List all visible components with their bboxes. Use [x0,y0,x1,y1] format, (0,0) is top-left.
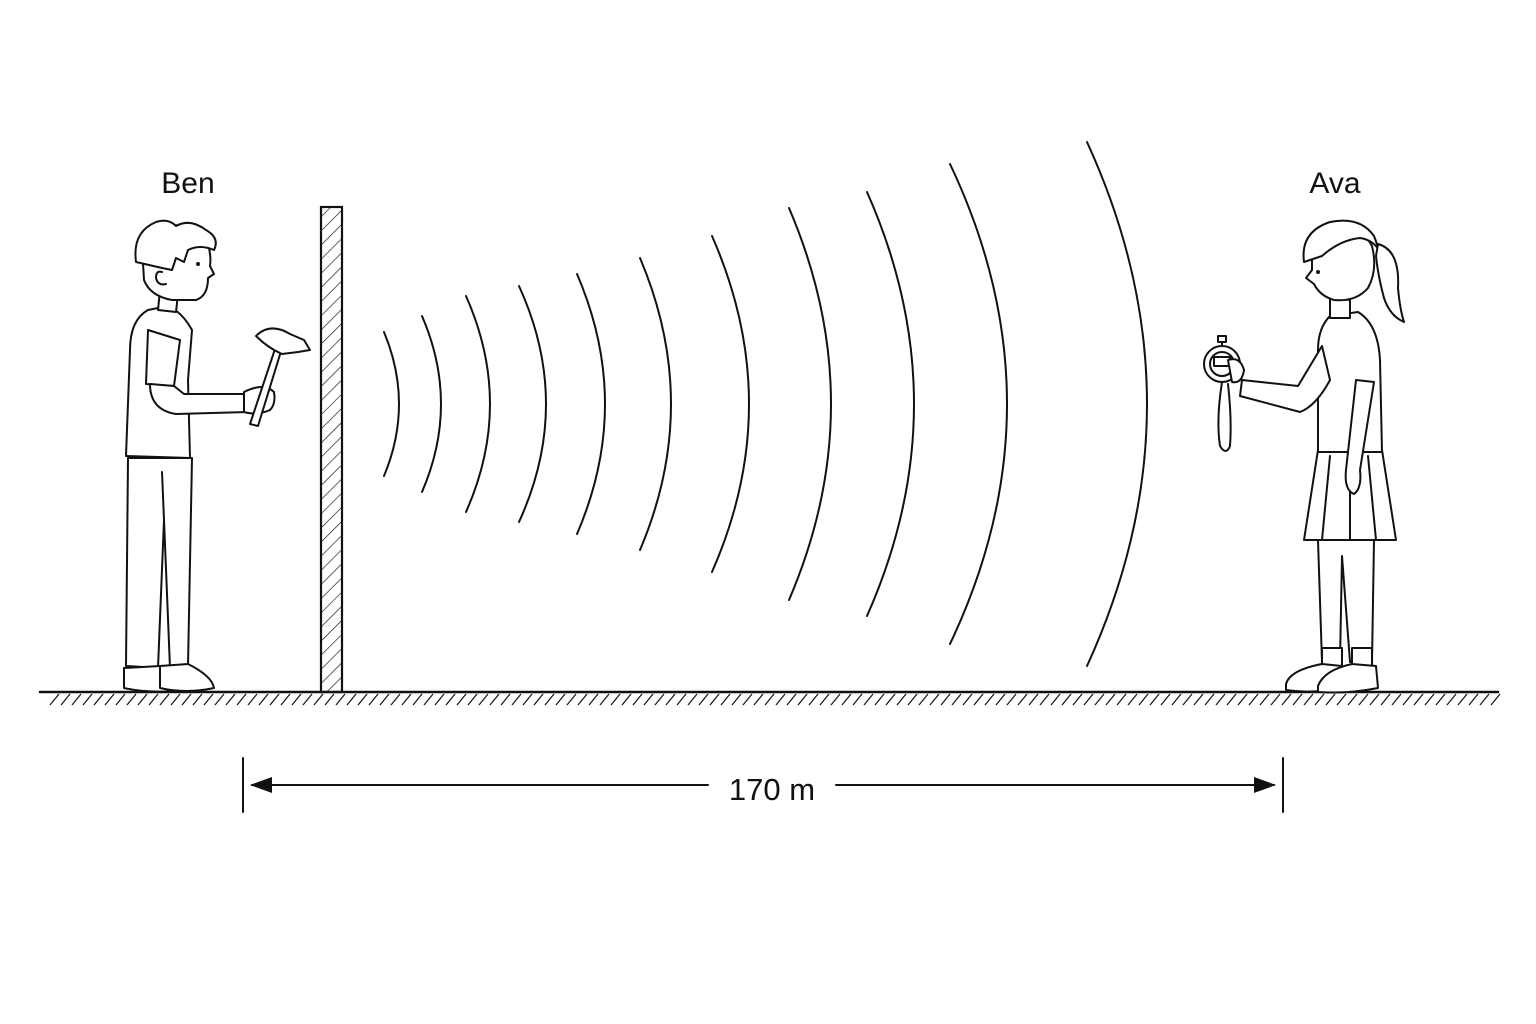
ben-figure [123,219,311,693]
ground [38,690,1501,706]
ava-figure [1203,219,1405,694]
arrowhead-left-icon [250,777,272,793]
sound-wave-arc [518,285,547,523]
sound-wave-arc [1086,141,1148,667]
sound-wave-arc [383,331,400,477]
wall [319,205,344,694]
sound-wave-arc [788,207,832,601]
sound-wave-arc [949,163,1008,645]
ben-label: Ben [161,167,214,200]
sound-wave-arc [421,315,442,493]
arrowhead-right-icon [1254,777,1276,793]
sound-wave-arc [639,257,672,551]
sound-wave-arc [711,235,750,573]
sound-wave-arc [866,191,915,617]
sound-wave-arc [465,295,491,513]
sound-waves [383,141,1148,667]
distance-label: 170 m [729,772,815,807]
ava-label: Ava [1309,167,1360,200]
stopwatch-icon [1203,335,1245,452]
ground-hatching [49,693,1501,706]
distance-marker: 170 m [242,757,1284,813]
sound-wave-arc [576,273,606,535]
